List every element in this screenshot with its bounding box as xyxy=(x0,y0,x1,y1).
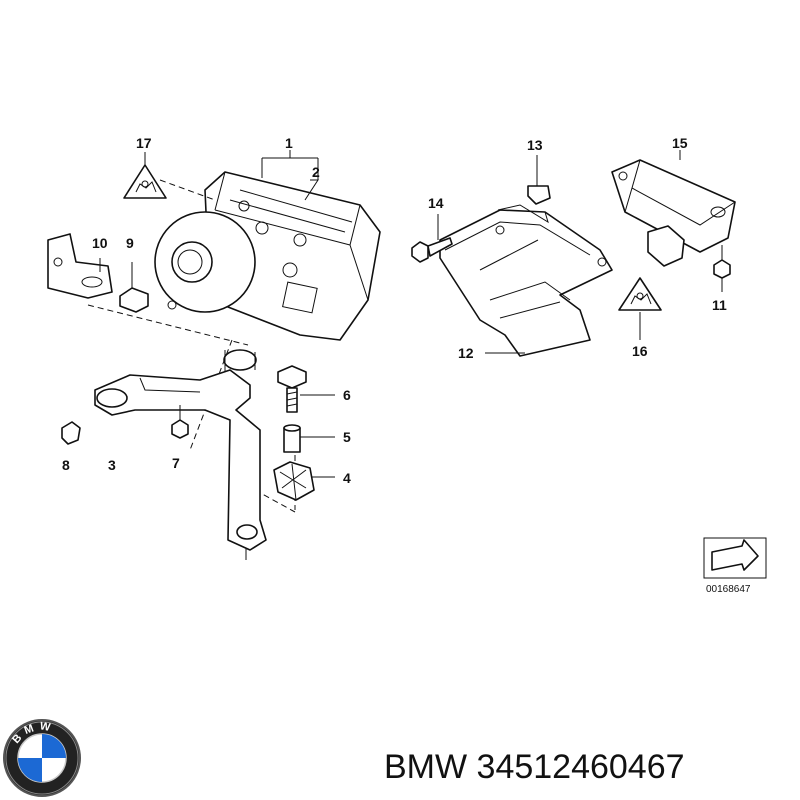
bolt-part-8 xyxy=(61,421,81,445)
sleeve-part-5 xyxy=(283,424,301,453)
callout-8: 8 xyxy=(62,457,70,473)
callout-13: 13 xyxy=(527,137,543,153)
screw-part-14 xyxy=(411,214,453,263)
callout-15: 15 xyxy=(672,135,688,151)
bolt-part-9 xyxy=(119,262,149,313)
bolt-part-6 xyxy=(277,365,307,413)
callout-14: 14 xyxy=(428,195,444,211)
callout-10: 10 xyxy=(92,235,108,251)
hydraulic-unit xyxy=(154,171,381,341)
diagram-code: 00168647 xyxy=(706,584,751,595)
callout-9: 9 xyxy=(126,235,134,251)
callout-12: 12 xyxy=(458,345,474,361)
callout-7: 7 xyxy=(172,455,180,471)
diagram-reference-box: 00168647 xyxy=(703,537,767,595)
bracket-part-3 xyxy=(94,349,267,551)
callout-11: 11 xyxy=(712,297,727,313)
bolt-part-7 xyxy=(171,405,189,439)
screw-part-11 xyxy=(713,245,731,292)
bmw-logo: BMW xyxy=(3,719,81,797)
part-number-caption: BMW 34512460467 xyxy=(384,748,685,786)
rubber-mount-part-4 xyxy=(273,461,315,501)
warning-triangle-16 xyxy=(618,277,662,311)
callout-17: 17 xyxy=(136,135,152,151)
callout-3: 3 xyxy=(108,457,116,473)
warning-triangle-17 xyxy=(123,164,167,199)
bracket-part-10 xyxy=(47,233,113,299)
callout-5: 5 xyxy=(343,429,351,445)
clip-part-13 xyxy=(527,155,551,205)
sensor-module-15 xyxy=(611,159,736,267)
callout-2: 2 xyxy=(312,164,320,180)
callout-4: 4 xyxy=(343,470,351,486)
callout-6: 6 xyxy=(343,387,351,403)
callout-16: 16 xyxy=(632,343,648,359)
callout-1: 1 xyxy=(285,135,293,151)
bracket-part-12 xyxy=(439,204,613,357)
